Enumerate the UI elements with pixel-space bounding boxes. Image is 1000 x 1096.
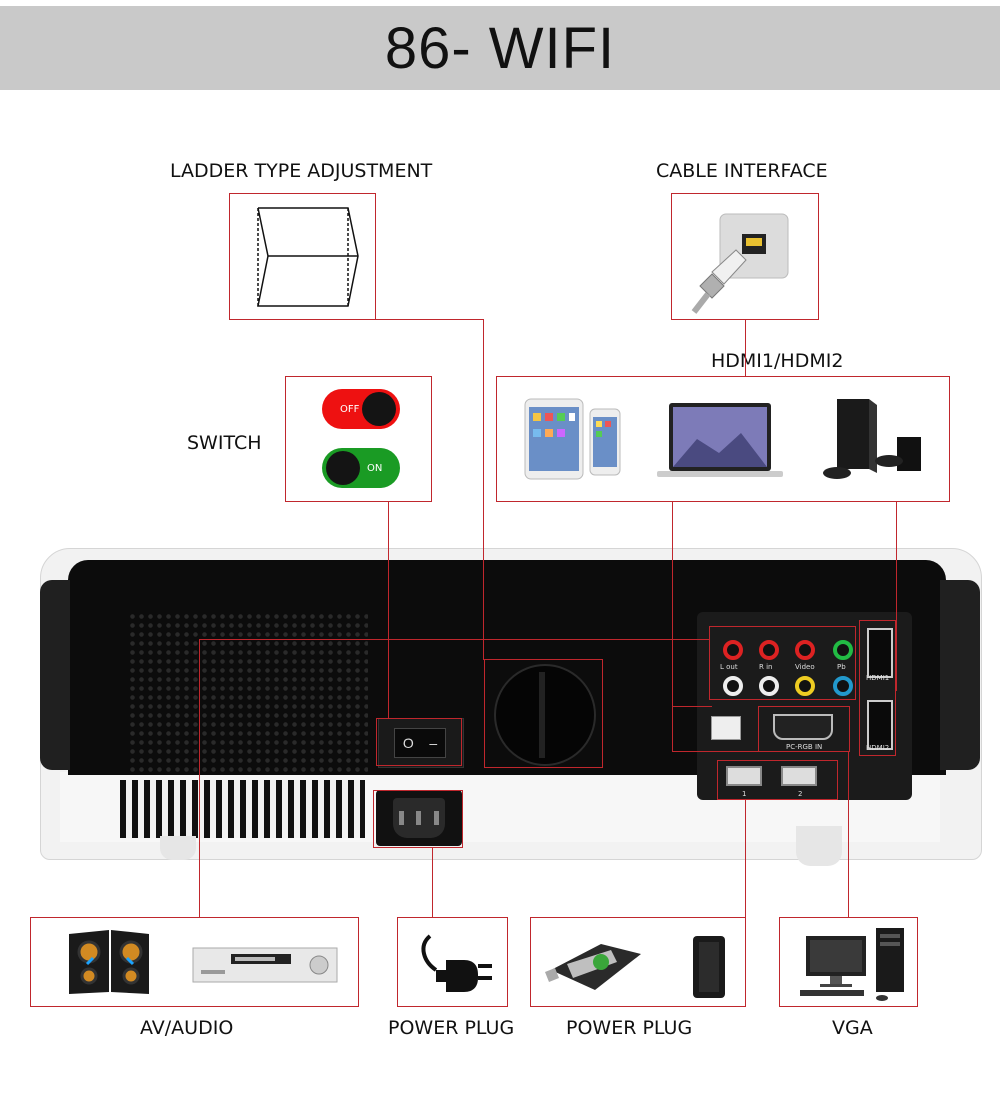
- socket-pin: [399, 811, 405, 825]
- toggle-off: [322, 389, 400, 429]
- trapezoid-keystone-icon: [257, 207, 359, 307]
- usb-port-1[interactable]: [726, 766, 762, 786]
- projector-left-edge: [40, 580, 70, 770]
- power-plug-icon: [421, 934, 492, 992]
- vent-grille: [128, 612, 368, 772]
- usb2-label: 2: [798, 790, 803, 798]
- rca-highlight: [709, 626, 856, 700]
- vga-label: VGA: [832, 1017, 873, 1039]
- projector-foot: [160, 836, 196, 860]
- usb-port-2[interactable]: [781, 766, 817, 786]
- cable-label: CABLE INTERFACE: [656, 160, 828, 182]
- power-rocker-switch[interactable]: O –: [394, 728, 446, 758]
- vga-highlight: [758, 706, 850, 752]
- rca-jack[interactable]: [833, 640, 853, 660]
- hdmi-devices: [524, 398, 921, 480]
- connector-line: [672, 751, 759, 752]
- ladder-box: [229, 193, 376, 320]
- vent-grille-lower: [120, 780, 365, 838]
- av-audio-label: AV/AUDIO: [140, 1017, 234, 1039]
- rca-label: Video: [795, 663, 815, 671]
- power-highlight: [373, 790, 463, 848]
- usb1-label: 1: [742, 790, 747, 798]
- toggle-off-text: OFF: [340, 404, 360, 415]
- switch-box: [285, 376, 432, 502]
- connector-line: [199, 639, 200, 918]
- vga-port[interactable]: [773, 714, 833, 740]
- connector-line: [432, 848, 433, 918]
- game-console-icon: [823, 399, 921, 479]
- vga-box: [779, 917, 918, 1007]
- rca-jack[interactable]: [723, 640, 743, 660]
- hdmi-label: HDMI1/HDMI2: [711, 350, 844, 372]
- toggle-on: [322, 448, 400, 488]
- hdmi2-label: HDMI2: [866, 744, 890, 752]
- switch-highlight: [376, 718, 462, 766]
- rca-label: R in: [759, 663, 773, 671]
- rca-label: Pb: [837, 663, 846, 671]
- rocker-off-mark: –: [429, 735, 438, 751]
- pc-rgb-label: PC-RGB IN: [786, 743, 823, 751]
- rca-jack[interactable]: [759, 640, 779, 660]
- av-box: [30, 917, 359, 1007]
- page-title: 86- WIFI: [384, 15, 616, 81]
- rca-jack[interactable]: [833, 676, 853, 696]
- knob-indicator: [539, 672, 545, 758]
- ethernet-cable-icon: [691, 213, 789, 314]
- toggle-on-text: ON: [367, 463, 383, 474]
- power-box: [397, 917, 508, 1007]
- connector-line: [375, 319, 484, 320]
- socket-pin: [416, 811, 422, 825]
- rca-jack[interactable]: [795, 676, 815, 696]
- laptop-icon: [657, 403, 783, 477]
- usb-box: [530, 917, 746, 1007]
- usb-highlight: [717, 760, 838, 800]
- lan-port[interactable]: [711, 716, 741, 740]
- tablet-icon: [524, 398, 584, 480]
- external-hard-drive-icon: [693, 936, 725, 998]
- knob-highlight: [484, 659, 603, 768]
- power-plug-label: POWER PLUG: [388, 1017, 515, 1039]
- usb-power-plug-label: POWER PLUG: [566, 1017, 693, 1039]
- cable-box: [671, 193, 819, 320]
- rca-jack[interactable]: [795, 640, 815, 660]
- toggle-knob: [362, 392, 396, 426]
- rocker-on-mark: O: [402, 735, 414, 751]
- switch-label: SWITCH: [187, 432, 262, 454]
- connector-line: [199, 639, 710, 640]
- connector-line: [745, 800, 746, 918]
- speakers-icon: [69, 930, 149, 994]
- hdmi1-label: HDMI1: [866, 674, 890, 682]
- connector-line: [848, 751, 849, 918]
- rca-label: L out: [720, 663, 738, 671]
- hdmi2-port[interactable]: [867, 700, 893, 750]
- av-audio-devices: [69, 930, 338, 994]
- rca-jack[interactable]: [723, 676, 743, 696]
- title-bar: 86- WIFI: [0, 6, 1000, 90]
- hdmi1-port[interactable]: [867, 628, 893, 678]
- usb-flash-drive-icon: [545, 944, 641, 990]
- hdmi-devices-box: [496, 376, 950, 502]
- hdmi-highlight: [859, 620, 896, 756]
- keystone-knob[interactable]: [494, 664, 596, 766]
- socket-pin: [433, 811, 439, 825]
- socket-inner: [393, 798, 445, 838]
- connector-line: [672, 501, 673, 752]
- power-socket[interactable]: [376, 790, 462, 846]
- connector-line: [483, 319, 484, 660]
- connector-line: [672, 706, 712, 707]
- connector-line: [896, 501, 897, 691]
- connector-line: [745, 319, 746, 376]
- ladder-label: LADDER TYPE ADJUSTMENT: [170, 160, 433, 182]
- usb-devices: [545, 936, 725, 998]
- projector-foot: [796, 826, 842, 866]
- av-receiver-icon: [192, 947, 338, 983]
- projector-right-edge: [940, 580, 980, 770]
- desktop-computer-icon: [800, 928, 904, 1001]
- phone-icon: [589, 408, 621, 476]
- connector-line: [388, 501, 389, 718]
- toggle-knob: [326, 451, 360, 485]
- rca-jack[interactable]: [759, 676, 779, 696]
